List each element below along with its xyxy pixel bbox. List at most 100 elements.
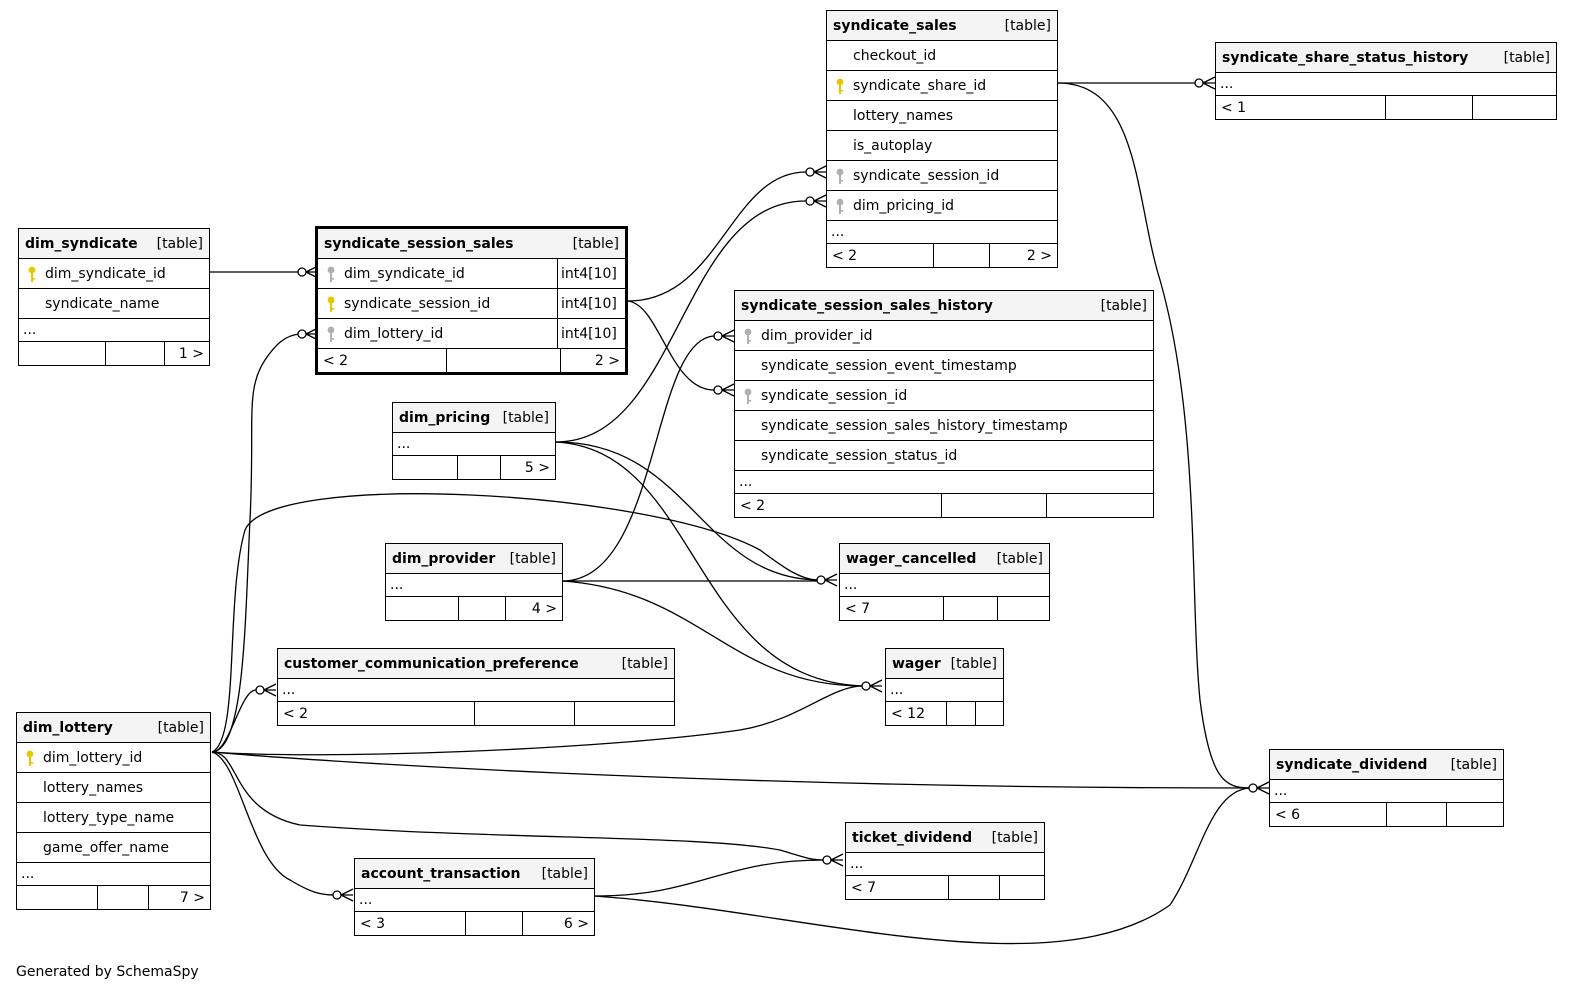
children-count[interactable]: [575, 702, 674, 725]
column-row[interactable]: dim_lottery_id int4[10]: [318, 319, 625, 349]
table-footer: < 2: [278, 702, 674, 725]
parents-count[interactable]: < 7: [846, 876, 949, 899]
parents-count[interactable]: < 2: [318, 349, 447, 372]
column-name: dim_lottery_id: [43, 749, 143, 766]
table-syndicate-share-status-history[interactable]: syndicate_share_status_history [table] .…: [1215, 42, 1557, 120]
column-row[interactable]: dim_provider_id: [735, 321, 1153, 351]
parents-count[interactable]: < 1: [1216, 96, 1386, 119]
table-header[interactable]: dim_syndicate [table]: [19, 229, 209, 259]
column-row[interactable]: checkout_id: [827, 41, 1057, 71]
primary-key-icon: [827, 71, 853, 100]
parents-count[interactable]: [17, 886, 98, 909]
children-count[interactable]: 2 >: [594, 352, 620, 369]
column-type: int4[10]: [557, 319, 625, 348]
table-header[interactable]: customer_communication_preference [table…: [278, 649, 674, 679]
column-row[interactable]: syndicate_session_event_timestamp: [735, 351, 1153, 381]
children-count[interactable]: [1473, 96, 1556, 119]
column-row[interactable]: is_autoplay: [827, 131, 1057, 161]
parents-count[interactable]: < 7: [840, 597, 944, 620]
parents-count[interactable]: [19, 342, 106, 365]
relationship-line: [555, 441, 819, 581]
parents-count[interactable]: < 2: [827, 244, 934, 267]
row-count: [98, 886, 149, 909]
table-header[interactable]: wager_cancelled [table]: [840, 544, 1049, 574]
table-dim-pricing[interactable]: dim_pricing [table] ... 5 >: [392, 402, 556, 480]
table-wager-cancelled[interactable]: wager_cancelled [table] ... < 7: [839, 543, 1050, 621]
table-kind: [table]: [1004, 17, 1051, 34]
table-footer: < 2 2 >: [318, 349, 625, 372]
table-kind: [table]: [991, 829, 1038, 846]
children-count[interactable]: [998, 597, 1049, 620]
children-count[interactable]: 4 >: [531, 600, 557, 617]
table-header[interactable]: dim_pricing [table]: [393, 403, 555, 433]
column-name: syndicate_session_id: [344, 295, 491, 312]
more-columns: ...: [735, 471, 1153, 494]
table-dim-lottery[interactable]: dim_lottery [table] dim_lottery_id lotte…: [16, 712, 211, 910]
column-row[interactable]: game_offer_name: [17, 833, 210, 863]
table-dim-syndicate[interactable]: dim_syndicate [table] dim_syndicate_id s…: [18, 228, 210, 366]
more-columns: ...: [17, 863, 210, 886]
column-row[interactable]: dim_pricing_id: [827, 191, 1057, 221]
row-count: [459, 597, 506, 620]
children-count[interactable]: 2 >: [1026, 247, 1052, 264]
table-ticket-dividend[interactable]: ticket_dividend [table] ... < 7: [845, 822, 1045, 900]
table-syndicate-session-sales[interactable]: syndicate_session_sales [table] dim_synd…: [315, 226, 628, 375]
parents-count[interactable]: < 6: [1270, 803, 1387, 826]
table-name: syndicate_share_status_history: [1222, 49, 1469, 66]
table-syndicate-dividend[interactable]: syndicate_dividend [table] ... < 6: [1269, 749, 1504, 827]
column-row[interactable]: syndicate_session_id: [735, 381, 1153, 411]
column-row[interactable]: syndicate_session_id int4[10]: [318, 289, 625, 319]
column-row[interactable]: dim_syndicate_id: [19, 259, 209, 289]
table-header[interactable]: wager [table]: [886, 649, 1003, 679]
column-row[interactable]: syndicate_name: [19, 289, 209, 319]
column-row[interactable]: syndicate_session_sales_history_timestam…: [735, 411, 1153, 441]
table-syndicate-session-sales-history[interactable]: syndicate_session_sales_history [table] …: [734, 290, 1154, 518]
column-row[interactable]: syndicate_session_id: [827, 161, 1057, 191]
table-name: dim_syndicate: [25, 235, 138, 252]
table-dim-provider[interactable]: dim_provider [table] ... 4 >: [385, 543, 563, 621]
table-header[interactable]: syndicate_sales [table]: [827, 11, 1057, 41]
foreign-key-icon: [827, 161, 853, 190]
parents-count[interactable]: < 2: [735, 494, 942, 517]
parents-count[interactable]: < 3: [355, 912, 466, 935]
column-row[interactable]: dim_lottery_id: [17, 743, 210, 773]
column-row[interactable]: syndicate_session_status_id: [735, 441, 1153, 471]
more-columns: ...: [846, 853, 1044, 876]
column-row[interactable]: lottery_names: [17, 773, 210, 803]
parents-count[interactable]: [393, 456, 458, 479]
table-header[interactable]: ticket_dividend [table]: [846, 823, 1044, 853]
more-columns: ...: [393, 433, 555, 456]
table-account-transaction[interactable]: account_transaction [table] ... < 3 6 >: [354, 858, 595, 936]
table-name: customer_communication_preference: [284, 655, 579, 672]
column-row[interactable]: dim_syndicate_id int4[10]: [318, 259, 625, 289]
column-row[interactable]: syndicate_share_id: [827, 71, 1057, 101]
table-wager[interactable]: wager [table] ... < 12: [885, 648, 1004, 726]
table-kind: [table]: [156, 235, 203, 252]
column-name: lottery_names: [853, 107, 954, 124]
table-header[interactable]: syndicate_session_sales_history [table]: [735, 291, 1153, 321]
column-row[interactable]: lottery_type_name: [17, 803, 210, 833]
children-count[interactable]: 6 >: [563, 915, 589, 932]
parents-count[interactable]: < 2: [278, 702, 475, 725]
table-name: dim_lottery: [23, 719, 113, 736]
table-header[interactable]: account_transaction [table]: [355, 859, 594, 889]
row-count: [458, 456, 501, 479]
table-header[interactable]: dim_provider [table]: [386, 544, 562, 574]
children-count[interactable]: 7 >: [179, 889, 205, 906]
parents-count[interactable]: [386, 597, 459, 620]
table-header[interactable]: syndicate_dividend [table]: [1270, 750, 1503, 780]
parents-count[interactable]: < 12: [886, 702, 947, 725]
table-customer-communication-preference[interactable]: customer_communication_preference [table…: [277, 648, 675, 726]
children-count[interactable]: [976, 702, 1003, 725]
children-count[interactable]: 5 >: [524, 459, 550, 476]
table-syndicate-sales[interactable]: syndicate_sales [table] checkout_id synd…: [826, 10, 1058, 268]
children-count[interactable]: [1047, 494, 1153, 517]
table-header[interactable]: dim_lottery [table]: [17, 713, 210, 743]
table-kind: [table]: [950, 655, 997, 672]
children-count[interactable]: [1000, 876, 1044, 899]
column-row[interactable]: lottery_names: [827, 101, 1057, 131]
children-count[interactable]: 1 >: [178, 345, 204, 362]
children-count[interactable]: [1447, 803, 1503, 826]
table-header[interactable]: syndicate_session_sales [table]: [318, 229, 625, 259]
table-header[interactable]: syndicate_share_status_history [table]: [1216, 43, 1556, 73]
